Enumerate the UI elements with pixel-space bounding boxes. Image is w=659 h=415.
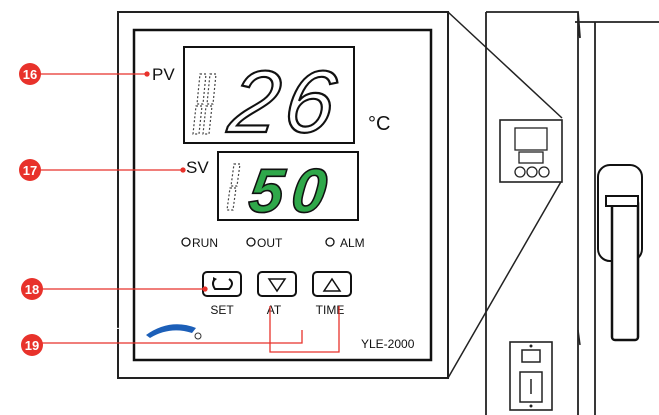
callout-18: 18	[21, 278, 43, 300]
at-label: AT	[267, 303, 282, 317]
door-handle-icon	[597, 164, 643, 342]
at-button[interactable]	[257, 271, 297, 297]
callout-16: 16	[19, 63, 41, 85]
sv-display	[217, 151, 359, 221]
run-label: RUN	[192, 236, 218, 250]
svg-text:19: 19	[25, 338, 39, 353]
sv-readout: 50	[246, 157, 338, 226]
svg-text:17: 17	[23, 163, 37, 178]
pv-unit-label: °C	[368, 113, 390, 135]
set-button[interactable]	[202, 271, 242, 297]
callout-lines	[40, 71, 340, 353]
cabinet	[485, 11, 659, 415]
time-button[interactable]	[312, 271, 352, 297]
run-indicator-icon	[181, 237, 191, 247]
set-label: SET	[210, 303, 234, 317]
pv-dim-digit	[192, 73, 217, 135]
time-label: TIME	[316, 303, 345, 317]
triangle-down-icon	[267, 278, 287, 293]
callout-19: 19	[21, 334, 43, 356]
out-indicator-icon	[246, 237, 256, 247]
triangle-up-icon	[322, 277, 342, 292]
alm-label: ALM	[340, 236, 365, 250]
sv-dim-digit	[226, 163, 241, 211]
brand-text: AISET	[90, 326, 121, 336]
pv-display	[183, 46, 355, 144]
power-switch-icon	[509, 341, 553, 411]
sv-label: SV	[186, 158, 209, 177]
out-label: OUT	[257, 236, 283, 250]
svg-text:18: 18	[25, 282, 39, 297]
pv-readout: 26	[223, 52, 348, 151]
pv-label: PV	[152, 65, 175, 84]
svg-text:16: 16	[23, 67, 37, 82]
callout-17: 17	[19, 159, 41, 181]
alm-indicator-icon	[325, 237, 335, 247]
zoom-line-bottom	[447, 179, 563, 379]
brand-logo: AISET	[90, 324, 202, 340]
model-label: YLE-2000	[361, 337, 415, 351]
zoom-line-top	[447, 11, 563, 119]
